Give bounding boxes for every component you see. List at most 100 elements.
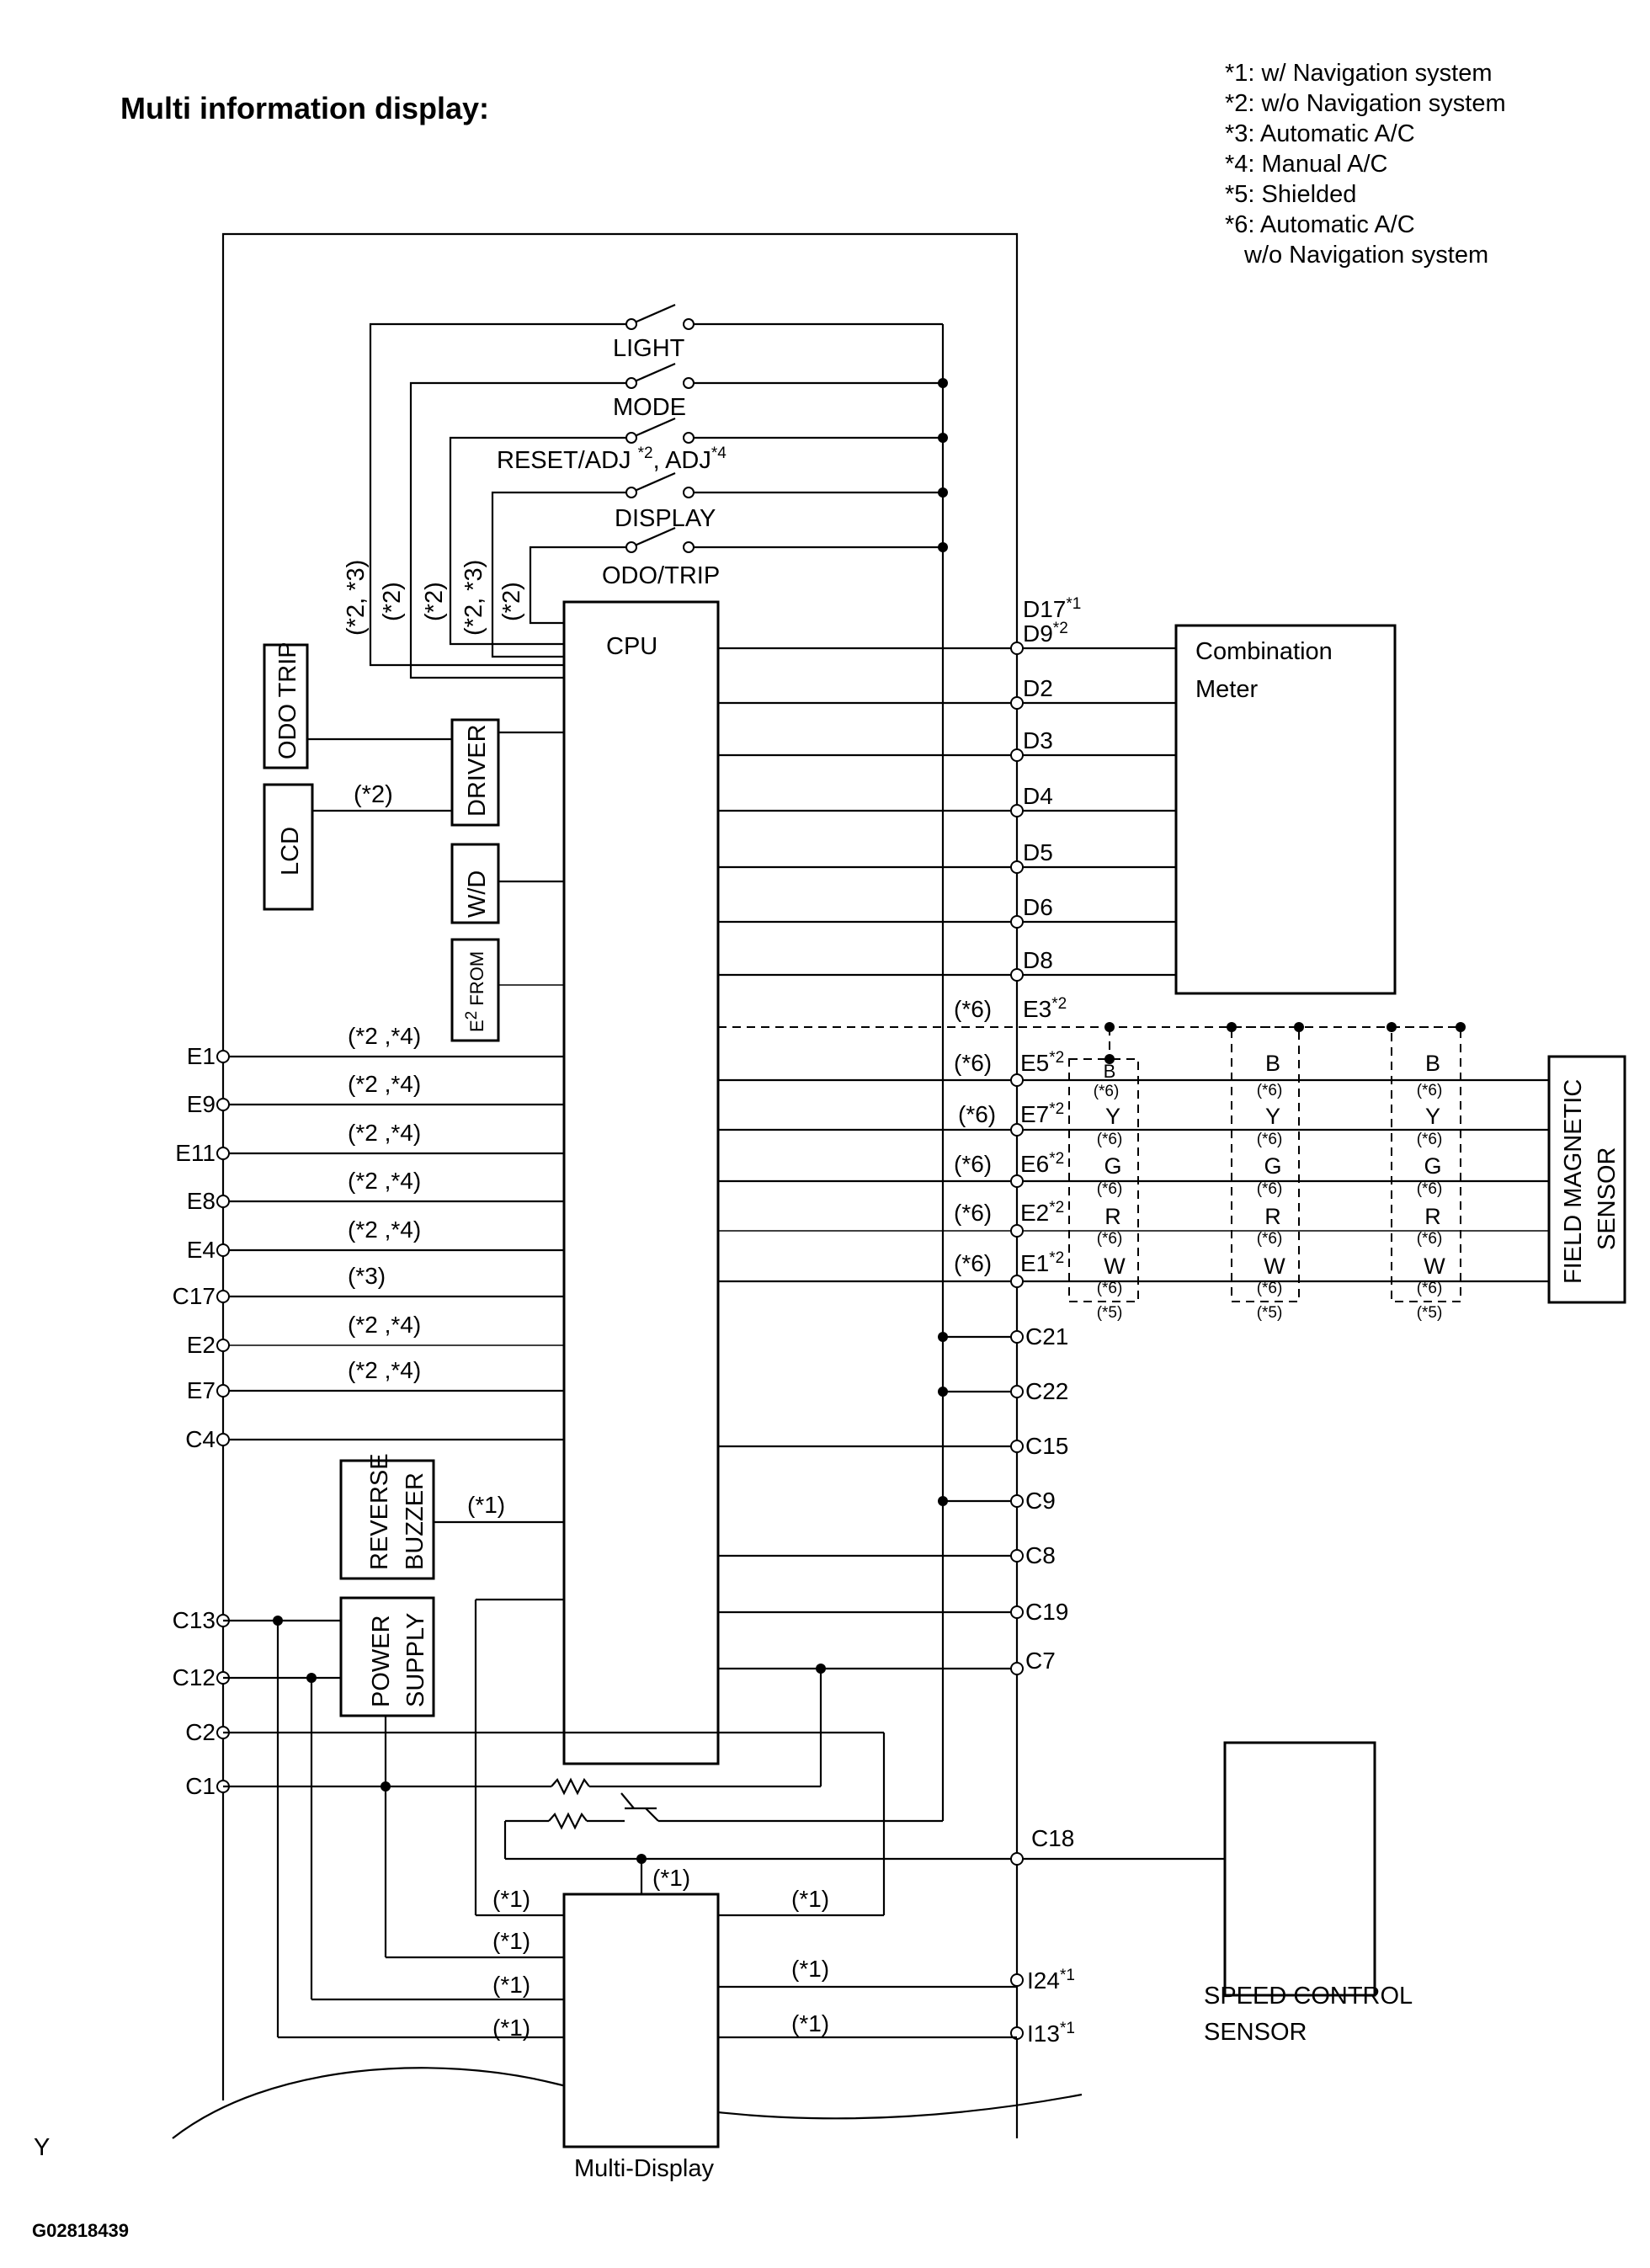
pin-terminal — [1010, 1224, 1024, 1238]
wire-note: (*6) — [1257, 1180, 1283, 1198]
pin-d3: D3 — [1023, 727, 1053, 753]
left-pins: E1 E9 E11 E8 E4 C17 E2 E7 C4 C13 C12 C2 … — [173, 1023, 564, 1799]
note-1: *1: w/ Navigation system — [1225, 60, 1493, 87]
pin-e7: E7*2 — [1020, 1100, 1064, 1127]
speed-sensor-block — [1223, 1741, 1376, 1997]
wire-note: (*6) — [1417, 1280, 1443, 1297]
pin-terminal — [216, 1433, 230, 1446]
switch-wire-reset — [449, 436, 631, 646]
pin-left-c13: C13 — [173, 1607, 216, 1633]
left-note: (*2 ,*4) — [348, 1357, 421, 1383]
switch-terminal — [625, 487, 637, 498]
pin-d5: D5 — [1023, 839, 1053, 865]
pin-left-e9: E9 — [187, 1091, 216, 1117]
pin-left-c2: C2 — [185, 1719, 216, 1745]
wire-note-light: (*2, *3) — [343, 560, 370, 636]
note-4: *4: Manual A/C — [1225, 151, 1387, 178]
pin-terminal — [216, 1050, 230, 1063]
pin-i13: I13*1 — [1027, 2020, 1075, 2047]
wire-note: (*6) — [1097, 1230, 1123, 1248]
pin-e1: E1*2 — [1020, 1249, 1064, 1276]
pin-terminal — [1010, 1549, 1024, 1563]
lcd-label: LCD — [277, 827, 304, 876]
pin-terminal — [216, 1243, 230, 1257]
power-supply-label-1: POWER — [368, 1615, 395, 1707]
internal-components: ODO TRIP LCD DRIVER W/D E2 FROM (*2) — [263, 642, 564, 1042]
left-note: (*2 ,*4) — [348, 1071, 421, 1097]
wire-note-odotrip: (*2) — [498, 582, 525, 621]
pin-terminal — [1010, 804, 1024, 817]
nav-note: (*1) — [791, 1956, 829, 1982]
wire-note: (*6) — [1257, 1280, 1283, 1297]
junction — [1104, 1054, 1115, 1064]
pin-left-c4: C4 — [185, 1426, 216, 1452]
pin-terminal — [216, 1339, 230, 1352]
lcd-note: (*2) — [354, 781, 393, 808]
pin-left-e2: E2 — [187, 1332, 216, 1358]
right-pins: C21 C22 C15 C9 C8 C19 C7 C18 I24*1 I13*1 — [718, 1323, 1075, 2047]
pin-e1-note: (*6) — [954, 1250, 992, 1276]
shield-note: (*5) — [1417, 1304, 1443, 1322]
nav-note: (*1) — [492, 1972, 530, 1998]
reverse-buzzer-block — [339, 1459, 435, 1580]
note-3: *3: Automatic A/C — [1225, 120, 1415, 147]
pin-i24: I24*1 — [1027, 1967, 1075, 1994]
pin-left-e7: E7 — [187, 1377, 216, 1403]
pin-c9: C9 — [1025, 1488, 1056, 1514]
pin-c21: C21 — [1025, 1323, 1068, 1350]
pin-e7-note: (*6) — [958, 1101, 996, 1127]
pin-c8: C8 — [1025, 1542, 1056, 1568]
junction — [938, 433, 948, 443]
wire-note: (*6) — [1417, 1230, 1443, 1248]
pin-terminal — [1010, 1662, 1024, 1675]
e2from-block — [450, 938, 500, 1042]
multi-display-label: Multi-Display — [574, 2155, 714, 2182]
pin-terminal — [1010, 915, 1024, 929]
switch-terminal — [625, 318, 637, 330]
odo-trip-block — [263, 643, 309, 769]
wire-note-display: (*2, *3) — [460, 560, 487, 636]
nav-note: (*1) — [791, 2010, 829, 2036]
wire-note: (*6) — [1257, 1082, 1283, 1099]
switch-odotrip-label: ODO/TRIP — [602, 562, 720, 589]
cpu-block — [562, 600, 720, 1765]
pin-terminal — [1010, 1385, 1024, 1398]
switch-mode-label: MODE — [613, 394, 686, 421]
pin-c22: C22 — [1025, 1378, 1068, 1404]
buzzer-note: (*1) — [467, 1492, 505, 1518]
left-note: (*2 ,*4) — [348, 1312, 421, 1338]
switch-section: LIGHT MODE RESET/ADJ *2, ADJ*4 DISPLAY O… — [343, 303, 948, 1821]
pin-terminal — [216, 1290, 230, 1303]
pin-left-c12: C12 — [173, 1664, 216, 1690]
nav-note: (*1) — [791, 1886, 829, 1912]
junction — [938, 487, 948, 498]
corner-mark: Y — [34, 2134, 50, 2161]
note-2: *2: w/o Navigation system — [1225, 90, 1506, 117]
power-supply-block — [339, 1596, 435, 1717]
pin-e3: E3*2 — [1023, 995, 1067, 1022]
wire-color-g: G — [1264, 1153, 1281, 1179]
odo-trip-label: ODO TRIP — [274, 642, 301, 759]
switch-contact — [634, 417, 676, 438]
switch-terminal — [683, 377, 695, 389]
switch-contact — [634, 303, 676, 324]
shield-note: (*5) — [1097, 1304, 1123, 1322]
pin-terminal — [1010, 1973, 1024, 1987]
nav-note: (*1) — [492, 1928, 530, 1954]
wire-note: (*6) — [1094, 1083, 1120, 1100]
field-sensor-block — [1547, 1055, 1626, 1304]
switch-terminal — [683, 432, 695, 444]
switch-contact — [634, 471, 676, 492]
wire-color-b: B — [1104, 1061, 1116, 1082]
switch-wire-light — [369, 322, 631, 667]
switch-wire-odotrip — [529, 546, 631, 625]
wire-note: (*6) — [1257, 1131, 1283, 1148]
pin-terminal — [1010, 2026, 1024, 2040]
wire-note: (*6) — [1417, 1082, 1443, 1099]
switch-wire-mode — [409, 381, 631, 679]
left-note: (*2 ,*4) — [348, 1168, 421, 1194]
pin-e3-note: (*6) — [954, 996, 992, 1022]
pin-terminal — [1010, 1852, 1024, 1866]
left-note: (*2 ,*4) — [348, 1217, 421, 1243]
